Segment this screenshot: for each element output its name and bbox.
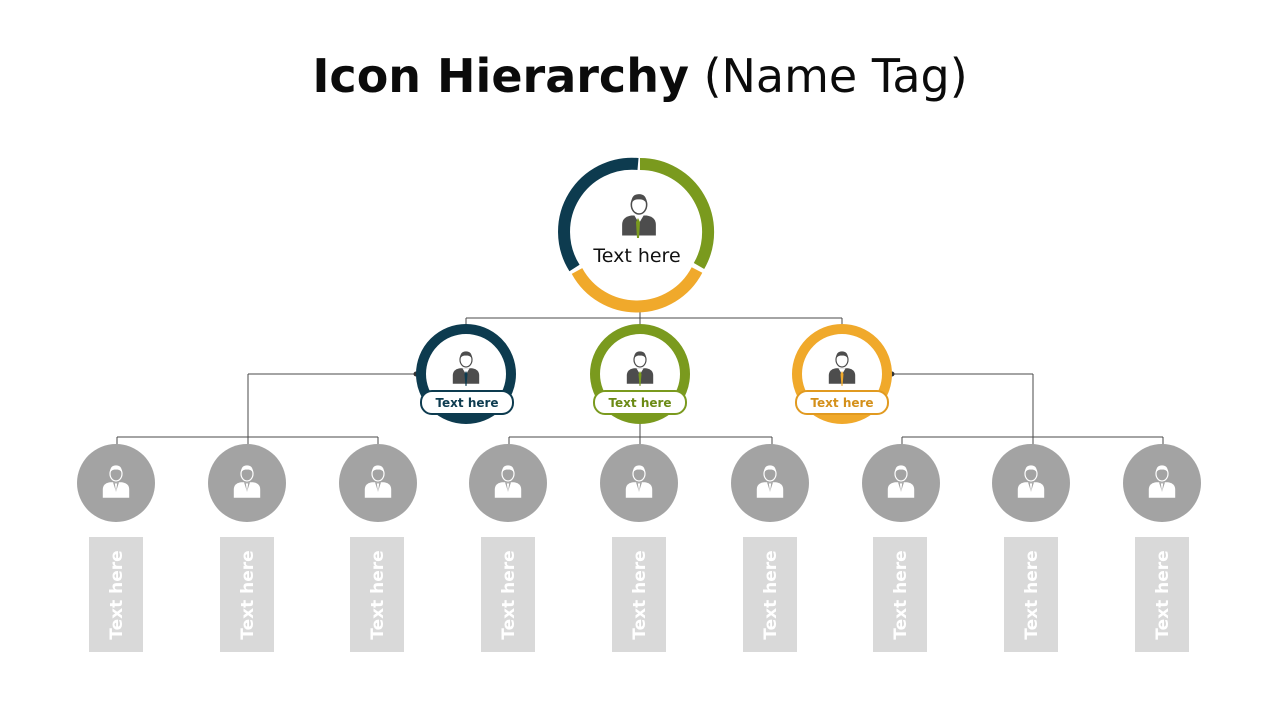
level3-node[interactable]: Text here <box>208 444 286 652</box>
level3-node[interactable]: Text here <box>469 444 547 652</box>
level3-node[interactable]: Text here <box>339 444 417 652</box>
level3-label: Text here <box>499 550 519 639</box>
level3-label: Text here <box>891 550 911 639</box>
level3-label: Text here <box>630 550 650 639</box>
level3-node[interactable]: Text here <box>600 444 678 652</box>
level3-label: Text here <box>1153 550 1173 639</box>
level3-node[interactable]: Text here <box>862 444 940 652</box>
level2-node-orange[interactable]: Text here <box>792 324 892 424</box>
level3-label: Text here <box>238 550 258 639</box>
level3-nodes: Text here Text here Text here Text here <box>77 444 1201 652</box>
title-bold: Icon Hierarchy <box>312 49 689 103</box>
level2-node-navy[interactable]: Text here <box>416 324 516 424</box>
title-light: (Name Tag) <box>703 49 968 103</box>
top-ring-orange <box>571 267 703 313</box>
top-node-label: Text here <box>592 245 680 267</box>
level2-label-green: Text here <box>608 396 671 410</box>
top-node[interactable]: Text here <box>558 157 715 313</box>
level3-label: Text here <box>761 550 781 639</box>
level3-label: Text here <box>1022 550 1042 639</box>
level3-node[interactable]: Text here <box>731 444 809 652</box>
level3-label: Text here <box>368 550 388 639</box>
top-ring-navy <box>558 157 639 272</box>
level3-node[interactable]: Text here <box>1123 444 1201 652</box>
level3-node[interactable]: Text here <box>992 444 1070 652</box>
top-ring-green <box>639 157 715 269</box>
level2-label-navy: Text here <box>435 396 498 410</box>
page-title: Icon Hierarchy (Name Tag) <box>0 46 1280 106</box>
level2-label-orange: Text here <box>810 396 873 410</box>
level3-label: Text here <box>107 550 127 639</box>
level2-node-green[interactable]: Text here <box>590 324 690 424</box>
level3-node[interactable]: Text here <box>77 444 155 652</box>
